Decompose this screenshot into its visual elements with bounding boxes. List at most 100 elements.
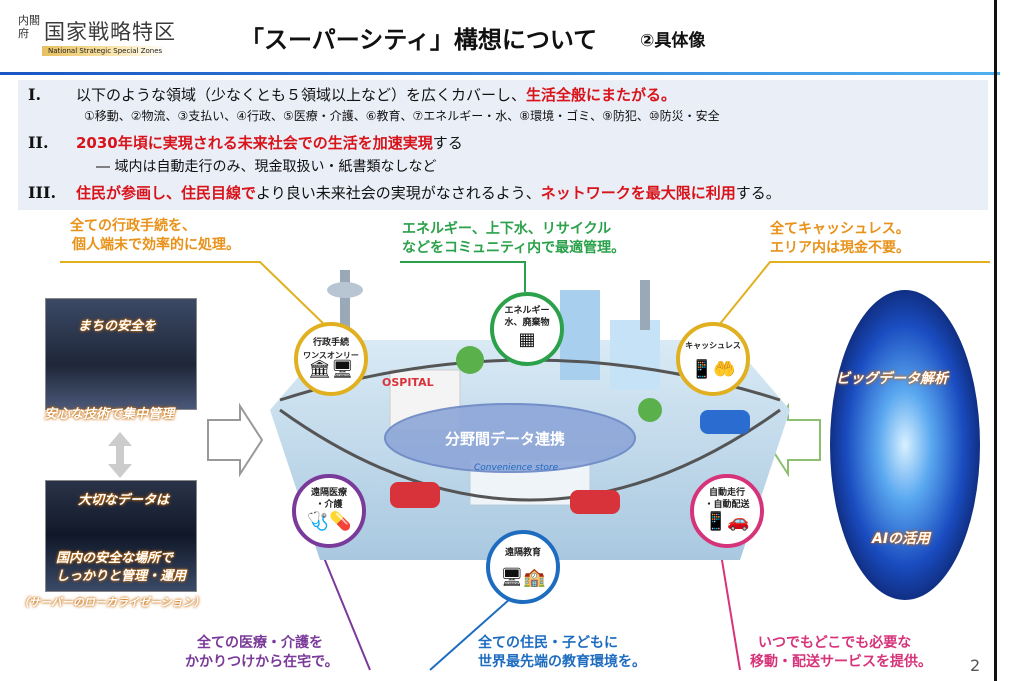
callout-admin: 全ての行政手続を、 個人端末で効率的に処理。 — [70, 217, 240, 255]
point-1-domains: ①移動、②物流、③支払い、④行政、⑤医療・介護、⑥教育、⑦エネルギー・水、⑧環境… — [84, 109, 720, 123]
control-room-photo: まちの安全を 安心な技術で集中管理 — [44, 298, 197, 422]
circle-medical: 遠隔医療 ・介護 🩺💊 — [292, 474, 366, 548]
car-red-1 — [390, 482, 440, 508]
point-1: I. 以下のような領域（少なくとも５領域以上など）を広くカバーし、生活全般にまたが… — [18, 84, 676, 105]
line-admin — [60, 261, 331, 331]
circle-admin-label-1: 行政手続 — [312, 338, 349, 348]
right-border — [994, 0, 997, 681]
header-divider — [0, 72, 1000, 75]
callout-education: 全ての住民・子どもに 世界最先端の教育環境を。 — [478, 634, 646, 672]
callout-delivery-line-1: いつでもどこでも必要な — [758, 635, 912, 651]
logo-title: 国家戦略特区 — [44, 20, 176, 44]
building-1 — [560, 290, 600, 380]
callout-cashless-line-2: エリア内は現金不要。 — [770, 240, 910, 256]
arrow-left-to-city-icon — [207, 402, 264, 478]
circle-medical-label-1: 遠隔医療 — [310, 488, 347, 498]
solar-panel-icon: ▦ — [518, 329, 536, 350]
line-cashless — [714, 261, 990, 331]
point-3-highlight-2: ネットワークを最大限に利用 — [540, 184, 736, 202]
bigdata-label: ビッグデータ解析 — [836, 371, 948, 387]
header: 内閣府 国家戦略特区 National Strategic Special Zo… — [0, 0, 1000, 72]
line-medical — [319, 547, 371, 671]
server-room-text-3: しっかりと管理・運用 — [56, 569, 187, 584]
point-2-number: II. — [28, 133, 49, 152]
line-delivery — [719, 547, 741, 671]
circle-medical-label-2: ・介護 — [315, 500, 343, 510]
control-room-text-1: まちの安全を — [78, 319, 157, 334]
point-3-text-1: より良い未来社会の実現がなされるよう、 — [256, 184, 541, 202]
medical-icon: 🩺💊 — [306, 511, 352, 532]
circle-energy-label-1: エネルギー — [504, 306, 550, 316]
point-1-text: 以下のような領域（少なくとも５領域以上など）を広くカバーし、 — [76, 86, 527, 104]
point-2: II. 2030年頃に実現される未来社会での生活を加速実現する — [18, 132, 463, 153]
point-3-highlight-1: 住民が参画し、住民目線で — [76, 184, 257, 202]
data-hub-label: 分野間データ連携 — [445, 430, 566, 448]
server-room-text-2: 国内の安全な場所で — [56, 551, 174, 566]
chimney — [640, 280, 650, 330]
point-3: III. 住民が参画し、住民目線でより良い未来社会の実現がなされるよう、ネットワー… — [18, 182, 781, 203]
line-energy — [400, 261, 526, 292]
circle-education: 遠隔教育 🖥🏫 — [486, 530, 560, 604]
logo-subtitle: National Strategic Special Zones — [42, 46, 169, 56]
circle-auto-label-2: ・自動配送 — [704, 500, 750, 510]
server-room-text-1: 大切なデータは — [78, 493, 170, 508]
callout-admin-line-1: 全ての行政手続を、 — [70, 218, 196, 234]
circle-energy-label-2: 水、廃棄物 — [504, 318, 550, 328]
callout-education-line-1: 全ての住民・子どもに — [478, 635, 618, 651]
circle-admin: 行政手続 ワンスオンリー 🏛🖥 — [294, 322, 368, 396]
logo: 内閣府 国家戦略特区 National Strategic Special Zo… — [18, 14, 198, 60]
building-2 — [610, 320, 660, 390]
point-1-highlight: 生活全般にまたがる。 — [526, 86, 677, 104]
updown-arrow-icon — [108, 432, 132, 478]
tower-top — [327, 282, 363, 298]
page-subtitle: ②具体像 — [640, 31, 706, 51]
circle-admin-label-2: ワンスオンリー — [303, 351, 359, 360]
callout-energy-line-2: などをコミュニティ内で最適管理。 — [402, 240, 626, 256]
callout-medical: 全ての医療・介護を かかりつけから在宅で。 — [185, 634, 339, 672]
circle-cashless-label: キャッシュレス — [685, 341, 741, 350]
tree-2 — [638, 398, 662, 422]
callout-admin-line-2: 個人端末で効率的に処理。 — [72, 237, 240, 253]
logo-cabinet-office: 内閣府 — [18, 14, 40, 40]
circle-energy: エネルギー 水、廃棄物 ▦ — [490, 292, 564, 366]
circle-auto: 自動走行 ・自動配送 📱🚗 — [690, 474, 764, 548]
server-localization-note: （サーバーのローカライゼーション） — [18, 596, 205, 609]
callout-delivery-line-2: 移動・配送サービスを提供。 — [750, 654, 932, 670]
callout-energy-line-1: エネルギー、上下水、リサイクル — [402, 221, 612, 237]
school-computer-icon: 🖥🏫 — [500, 567, 546, 588]
callout-energy: エネルギー、上下水、リサイクル などをコミュニティ内で最適管理。 — [402, 220, 625, 258]
page-title: 「スーパーシティ」構想について — [240, 26, 598, 54]
car-blue — [700, 410, 750, 434]
callout-cashless-line-1: 全てキャッシュレス。 — [770, 221, 910, 237]
callout-medical-line-1: 全ての医療・介護を — [197, 635, 323, 651]
data-hub-ellipse — [384, 403, 636, 473]
circle-education-label: 遠隔教育 — [504, 548, 541, 558]
phone-payment-icon: 📱🤲 — [690, 359, 736, 380]
phone-car-icon: 📱🚗 — [704, 511, 750, 532]
callout-delivery: いつでもどこでも必要な 移動・配送サービスを提供。 — [750, 634, 932, 672]
callout-cashless: 全てキャッシュレス。 エリア内は現金不要。 — [770, 220, 910, 258]
points-panel: I. 以下のような領域（少なくとも５領域以上など）を広くカバーし、生活全般にまたが… — [18, 80, 988, 210]
callout-medical-line-2: かかりつけから在宅で。 — [185, 654, 339, 670]
point-2-highlight: 2030年頃に実現される未来社会での生活を加速実現 — [76, 134, 433, 152]
ring-road-bottom — [279, 408, 781, 502]
callout-education-line-2: 世界最先端の教育環境を。 — [478, 654, 646, 670]
point-3-number: III. — [28, 183, 57, 202]
point-2-detail: ― 域内は自動走行のみ、現金取扱い・紙書類なしなど — [96, 159, 437, 175]
ai-orb — [830, 290, 980, 600]
point-1-number: I. — [28, 85, 42, 104]
line-education — [429, 589, 521, 671]
hospital-sign: OSPITAL — [382, 376, 434, 389]
tree-1 — [456, 346, 484, 374]
ai-label: AIの活用 — [872, 531, 931, 547]
point-3-text-2: する。 — [735, 184, 781, 202]
control-room-text-2: 安心な技術で集中管理 — [44, 407, 175, 422]
server-room-photo: 大切なデータは 国内の安全な場所で しっかりと管理・運用 — [45, 480, 197, 592]
store-sign: Convenience store — [474, 463, 559, 473]
car-red-2 — [570, 490, 620, 514]
government-computer-icon: 🏛🖥 — [308, 359, 354, 380]
circle-auto-label-1: 自動走行 — [708, 488, 745, 498]
point-2-text: する — [432, 134, 463, 152]
page-number: 2 — [970, 656, 981, 675]
circle-cashless: キャッシュレス 📱🤲 — [676, 322, 750, 396]
